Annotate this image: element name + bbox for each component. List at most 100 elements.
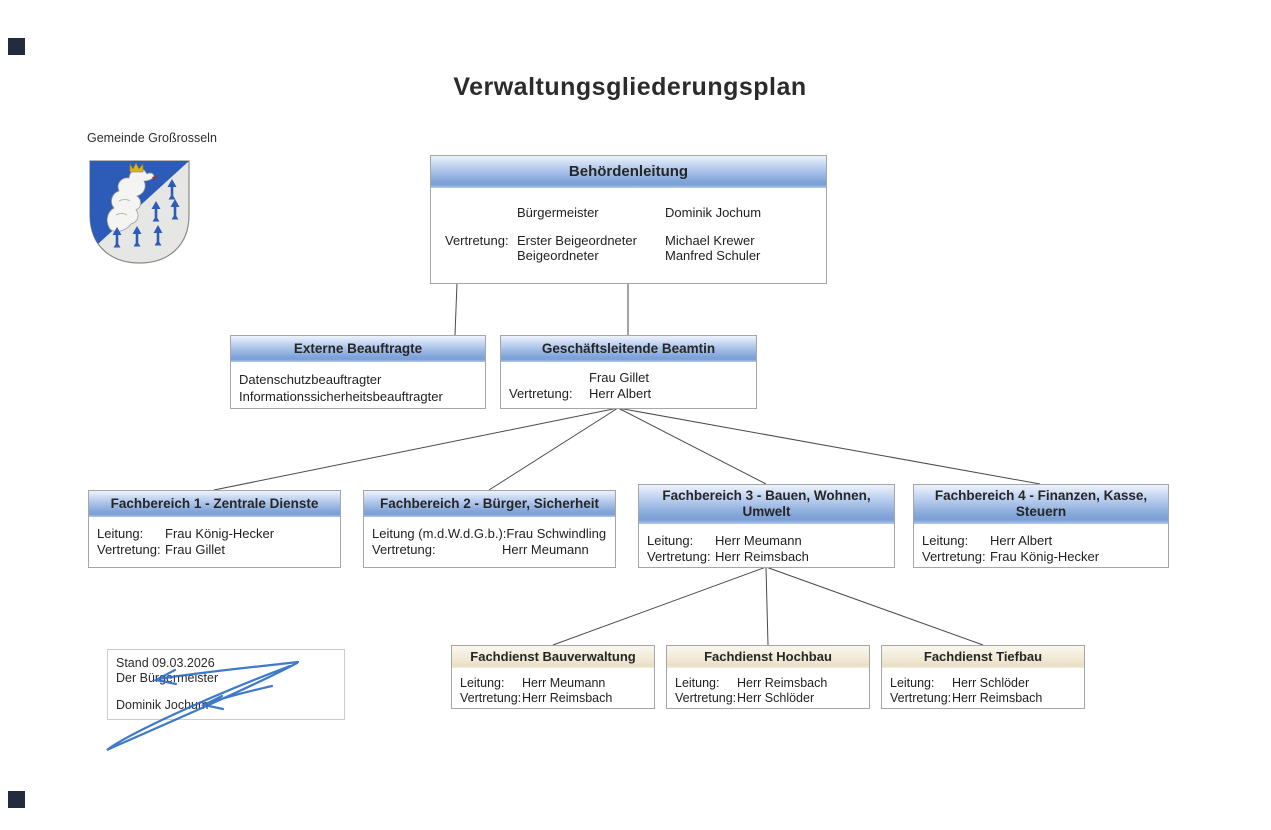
leitung-row: Leitung: Herr Reimsbach — [675, 676, 861, 691]
leitung-row: Leitung: Herr Schlöder — [890, 676, 1076, 691]
row-label: Leitung: — [647, 533, 694, 548]
stamp-role: Der Bürgermeister — [116, 671, 219, 685]
leitung-row: Leitung: Herr Albert — [922, 533, 1160, 549]
row-label: Leitung: — [890, 676, 935, 690]
box-body: Leitung (m.d.W.d.G.b.): Frau Schwindling… — [364, 519, 615, 558]
box-body: Leitung: Herr Albert Vertretung: Frau Kö… — [914, 526, 1168, 565]
box-header: Fachbereich 2 - Bürger, Sicherheit — [364, 491, 615, 519]
box-behoerdenleitung: Behördenleitung Bürgermeister Dominik Jo… — [430, 155, 827, 284]
row-label: Leitung: — [97, 526, 144, 541]
box-body: Frau Gillet Vertretung: Herr Albert — [501, 364, 756, 402]
box-body: Bürgermeister Dominik Jochum Vertretung:… — [431, 190, 826, 263]
row-name: Frau Gillet — [589, 370, 649, 385]
row-name: Michael Krewer — [665, 233, 755, 248]
row-name: Herr Schlöder — [952, 676, 1030, 690]
box-header: Fachbereich 1 - Zentrale Dienste — [89, 491, 340, 519]
leitung-row: Leitung: Frau König-Hecker — [97, 526, 332, 542]
list-item: Datenschutzbeauftragter — [239, 372, 382, 387]
box-header: Fachdienst Tiefbau — [882, 646, 1084, 670]
box-fachdienst-bauverwaltung: Fachdienst Bauverwaltung Leitung: Herr M… — [451, 645, 655, 709]
stamp-name: Dominik Jochum — [116, 698, 209, 712]
role-row: Beigeordneter Manfred Schuler — [445, 248, 826, 263]
stamp-date: Stand 09.03.2026 — [116, 656, 215, 670]
page-title: Verwaltungsgliederungsplan — [453, 73, 807, 101]
row-name: Herr Albert — [990, 533, 1053, 548]
row-label: Vertretung: — [647, 549, 711, 564]
role-row: Vertretung: Erster Beigeordneter Michael… — [445, 233, 826, 248]
box-fachdienst-hochbau: Fachdienst Hochbau Leitung: Herr Reimsba… — [666, 645, 870, 709]
box-body: Datenschutzbeauftragter Informationssich… — [231, 364, 485, 405]
row-name: Frau Gillet — [165, 542, 225, 557]
box-header: Fachdienst Bauverwaltung — [452, 646, 654, 670]
box-geschaeftsleitende-beamtin: Geschäftsleitende Beamtin Frau Gillet Ve… — [500, 335, 757, 409]
row-label — [445, 248, 517, 263]
row-label: Leitung: — [675, 676, 720, 690]
row-name: Frau König-Hecker — [990, 549, 1100, 564]
row-name: Herr Albert — [589, 386, 652, 401]
vertretung-row: Vertretung: Herr Schlöder — [675, 691, 861, 706]
row-name: Herr Reimsbach — [522, 691, 613, 705]
row-label: Leitung (m.d.W.d.G.b.): — [372, 526, 507, 541]
row-label: Vertretung: — [922, 549, 986, 564]
row-name: Frau König-Hecker — [165, 526, 275, 541]
row-name: Dominik Jochum — [665, 205, 762, 220]
box-body: Leitung: Herr Meumann Vertretung: Herr R… — [639, 526, 894, 565]
row-name: Herr Reimsbach — [737, 676, 828, 690]
box-fachbereich-1: Fachbereich 1 - Zentrale Dienste Leitung… — [88, 490, 341, 568]
row-role: Erster Beigeordneter — [517, 233, 637, 248]
row-role: Beigeordneter — [517, 248, 599, 263]
row-name: Herr Meumann — [522, 676, 606, 690]
row-label: Vertretung: — [460, 691, 522, 705]
vertretung-row: Vertretung: Herr Meumann — [372, 542, 607, 558]
vertretung-row: Vertretung: Herr Albert — [509, 386, 748, 402]
row-name: Herr Reimsbach — [715, 549, 809, 564]
box-fachbereich-4: Fachbereich 4 - Finanzen, Kasse, Steuern… — [913, 484, 1169, 568]
row-name: Manfred Schuler — [665, 248, 761, 263]
box-header: Fachbereich 4 - Finanzen, Kasse, Steuern — [914, 485, 1168, 526]
box-body: Leitung: Herr Schlöder Vertretung: Herr … — [882, 670, 1084, 706]
box-header: Externe Beauftragte — [231, 336, 485, 364]
row-name: Herr Meumann — [715, 533, 802, 548]
row-name: Herr Schlöder — [737, 691, 815, 705]
row-name: Herr Reimsbach — [952, 691, 1043, 705]
row-label — [509, 370, 589, 386]
scan-mark-top — [8, 38, 25, 55]
leitung-row: Leitung (m.d.W.d.G.b.): Frau Schwindling — [372, 526, 607, 542]
row-label: Vertretung: — [372, 542, 436, 557]
leitung-row: Leitung: Herr Meumann — [647, 533, 886, 549]
box-header: Behördenleitung — [431, 156, 826, 190]
box-body: Leitung: Frau König-Hecker Vertretung: F… — [89, 519, 340, 558]
row-label: Leitung: — [460, 676, 505, 690]
box-body: Leitung: Herr Meumann Vertretung: Herr R… — [452, 670, 654, 706]
coat-of-arms — [86, 157, 193, 269]
row-label: Leitung: — [922, 533, 969, 548]
box-body: Leitung: Herr Reimsbach Vertretung: Herr… — [667, 670, 869, 706]
box-header: Geschäftsleitende Beamtin — [501, 336, 756, 364]
row-label: Vertretung: — [890, 691, 952, 705]
row-label: Vertretung: — [97, 542, 161, 557]
row-label: Vertretung: — [675, 691, 737, 705]
row-label: Vertretung: — [509, 386, 573, 401]
box-externe-beauftragte: Externe Beauftragte Datenschutzbeauftrag… — [230, 335, 486, 409]
stamp-box: Stand 09.03.2026 Der Bürgermeister Domin… — [107, 649, 345, 720]
box-fachbereich-3: Fachbereich 3 - Bauen, Wohnen, Umwelt Le… — [638, 484, 895, 568]
row-label — [445, 205, 517, 220]
row-role: Bürgermeister — [517, 205, 599, 220]
leitung-row: Leitung: Herr Meumann — [460, 676, 646, 691]
row-name: Frau Schwindling — [506, 526, 607, 541]
box-fachdienst-tiefbau: Fachdienst Tiefbau Leitung: Herr Schlöde… — [881, 645, 1085, 709]
vertretung-row: Vertretung: Frau Gillet — [97, 542, 332, 558]
vertretung-row: Vertretung: Herr Reimsbach — [460, 691, 646, 706]
row-name: Herr Meumann — [502, 542, 589, 557]
box-fachbereich-2: Fachbereich 2 - Bürger, Sicherheit Leitu… — [363, 490, 616, 568]
stamp-text: Stand 09.03.2026 Der Bürgermeister — [116, 656, 336, 686]
vertretung-row: Vertretung: Herr Reimsbach — [647, 549, 886, 565]
box-header: Fachbereich 3 - Bauen, Wohnen, Umwelt — [639, 485, 894, 526]
vertretung-row: Vertretung: Frau König-Hecker — [922, 549, 1160, 565]
scan-mark-bottom — [8, 791, 25, 808]
row-label: Vertretung: — [445, 233, 509, 248]
list-item: Informationssicherheitsbeauftragter — [239, 389, 443, 404]
role-row: Bürgermeister Dominik Jochum — [445, 205, 826, 220]
